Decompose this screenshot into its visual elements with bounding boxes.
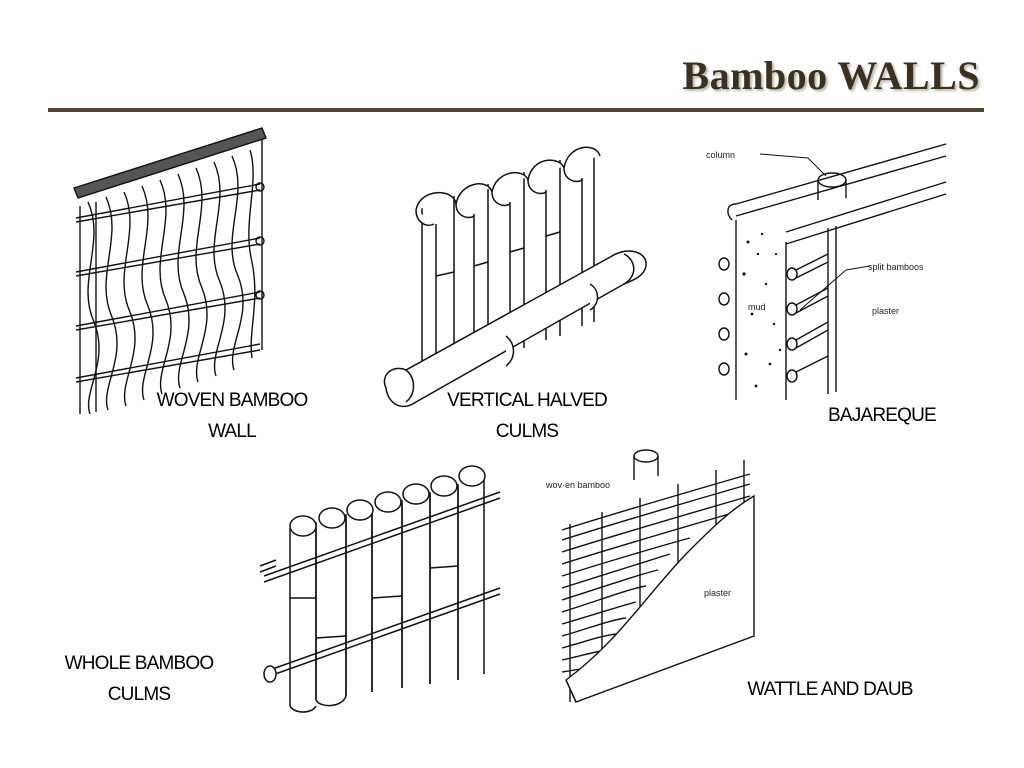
label-plaster: plaster xyxy=(872,306,899,316)
caption-line: CULMS xyxy=(107,684,171,705)
caption-vertical-halved-culms: VERTICAL HALVED CULMS xyxy=(432,385,622,447)
label-mud: mud xyxy=(748,302,766,312)
caption-line: WOVEN BAMBOO xyxy=(156,390,309,411)
whole-bamboo-culms-illustration xyxy=(259,465,501,713)
woven-bamboo-wall-illustration xyxy=(73,127,267,415)
label-woven-bamboo: wov·en bamboo xyxy=(545,480,610,490)
caption-bajareque: BAJAREQUE xyxy=(812,400,952,431)
caption-line: VERTICAL HALVED xyxy=(447,390,608,411)
caption-wattle-and-daub: WATTLE AND DAUB xyxy=(730,674,930,705)
bajareque-illustration: column split bamboos mud plaster xyxy=(706,143,947,400)
caption-line: WHOLE BAMBOO xyxy=(64,653,215,674)
caption-line: WATTLE AND DAUB xyxy=(747,679,913,700)
wattle-and-daub-illustration: wov·en bamboo plaster xyxy=(545,449,755,703)
slide-title: Bamboo WALLS xyxy=(682,53,980,98)
label-column: column xyxy=(706,150,735,160)
label-split-bamboos: split bamboos xyxy=(868,262,924,272)
caption-whole-bamboo-culms: WHOLE BAMBOO CULMS xyxy=(54,648,224,710)
title-divider xyxy=(48,108,984,112)
caption-woven-bamboo-wall: WOVEN BAMBOO WALL xyxy=(152,385,312,447)
caption-line: CULMS xyxy=(495,421,559,442)
caption-line: WALL xyxy=(208,421,257,442)
caption-line: BAJAREQUE xyxy=(828,405,937,426)
vertical-halved-culms-illustration xyxy=(383,146,647,408)
label-plaster: plaster xyxy=(704,588,731,598)
